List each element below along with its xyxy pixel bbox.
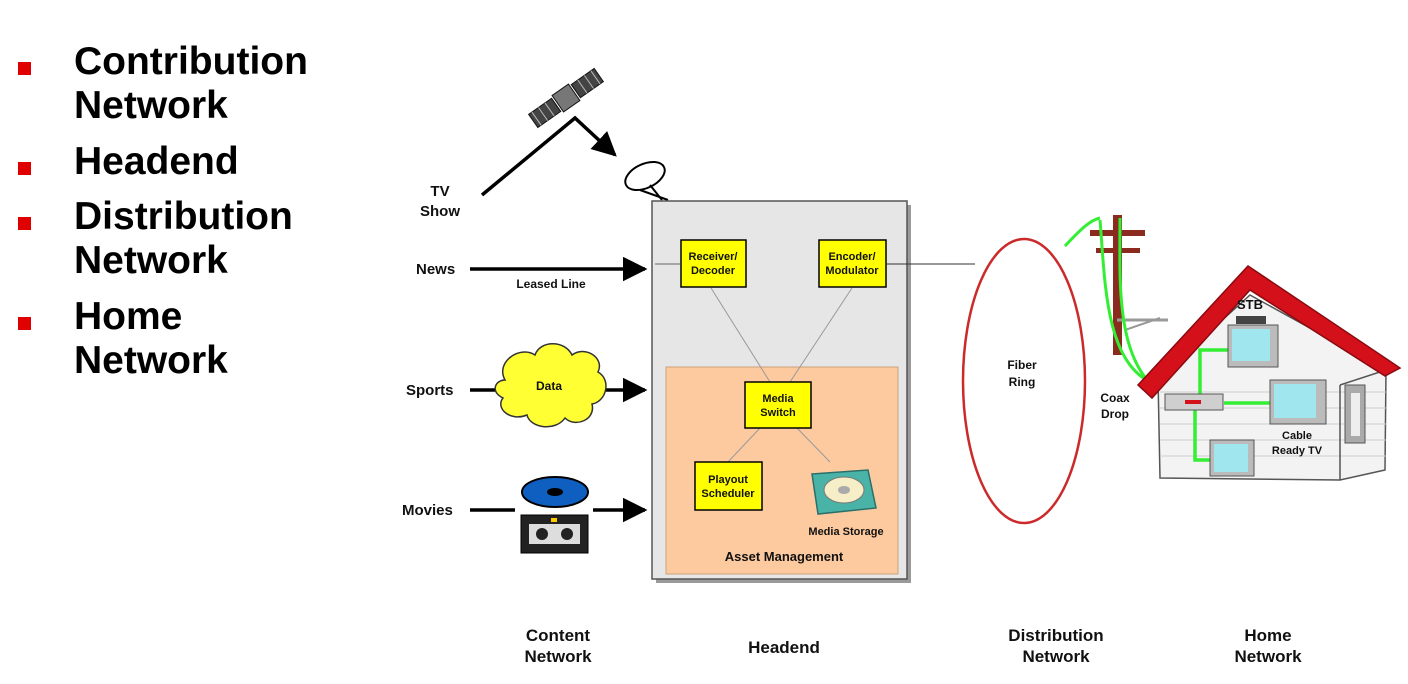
label-movies: Movies (402, 502, 453, 519)
caption-distribution-network-line1: Distribution (1008, 626, 1103, 645)
bullet-text-line: Network (74, 239, 228, 282)
bullet-text-line: Distribution (74, 195, 293, 238)
link-switch-playout (727, 427, 761, 463)
playout-scheduler-line1: Playout (708, 474, 748, 486)
cable-ready-tv-line1: Cable (1282, 430, 1312, 442)
media-switch-line2: Switch (760, 407, 796, 419)
bullet-text-line: Network (74, 339, 228, 382)
link-switch-storage (796, 427, 831, 463)
stb-tv-icon (1227, 316, 1279, 368)
bullet-text-line: Home (74, 295, 183, 338)
utility-pole-icon (1090, 215, 1168, 355)
bullet-marker (18, 317, 31, 330)
dvd-disc-icon (521, 476, 589, 508)
caption-home-network-line2: Network (1234, 647, 1302, 666)
bullet-marker (18, 217, 31, 230)
bullet-marker (18, 162, 31, 175)
link-encoder-switch (789, 287, 853, 383)
house-icon (1136, 265, 1402, 481)
receiver-decoder-box (680, 239, 747, 288)
bullet-text-line: Headend (74, 140, 239, 183)
label-sports: Sports (406, 382, 454, 399)
cable-ready-tv-line2: Ready TV (1272, 445, 1323, 457)
coax-drop-line1: Coax (1100, 391, 1130, 405)
fiber-ring-line2: Ring (1009, 375, 1036, 389)
playout-scheduler-line2: Scheduler (701, 488, 755, 500)
playout-scheduler-box (694, 461, 763, 511)
fiber-ring (961, 237, 1087, 525)
label-leased-line: Leased Line (516, 277, 586, 291)
label-tv-show-line1: TV (430, 183, 449, 200)
label-tv-show-line2: Show (420, 203, 460, 220)
caption-distribution-network-line2: Network (1022, 647, 1090, 666)
cable-ready-tv-icon (1269, 379, 1327, 425)
receiver-decoder-line2: Decoder (691, 265, 736, 277)
satellite-beam-arrow (480, 115, 617, 197)
caption-home-network-line1: Home (1244, 626, 1291, 645)
data-cloud-icon (494, 343, 607, 428)
coax-drop-line2: Drop (1101, 407, 1129, 421)
caption-content-network-line2: Network (524, 647, 592, 666)
label-asset-management: Asset Management (725, 549, 844, 564)
tv-icon (1209, 439, 1255, 477)
receiver-decoder-line1: Receiver/ (689, 251, 738, 263)
label-data-cloud: Data (536, 379, 562, 393)
label-media-storage: Media Storage (808, 526, 883, 538)
encoder-modulator-line2: Modulator (825, 265, 879, 277)
bullet-marker (18, 62, 31, 75)
bullet-text-line: Contribution (74, 40, 308, 83)
caption-headend: Headend (748, 638, 820, 657)
caption-content-network-line1: Content (526, 626, 591, 645)
fiber-ring-line1: Fiber (1007, 358, 1037, 372)
encoder-modulator-line1: Encoder/ (828, 251, 875, 263)
label-stb: STB (1237, 297, 1263, 312)
media-switch-box (744, 381, 812, 429)
label-news: News (416, 261, 455, 278)
link-receiver-switch (710, 287, 771, 383)
splitter-led (1185, 400, 1201, 404)
media-storage-icon (811, 469, 877, 515)
home-wiring (1193, 348, 1272, 462)
satellite-icon (527, 67, 605, 129)
encoder-modulator-box (818, 239, 887, 288)
bullet-text-line: Network (74, 84, 228, 127)
video-tape-icon (520, 514, 589, 554)
satellite-dish-icon (624, 160, 669, 201)
media-switch-line1: Media (762, 393, 794, 405)
